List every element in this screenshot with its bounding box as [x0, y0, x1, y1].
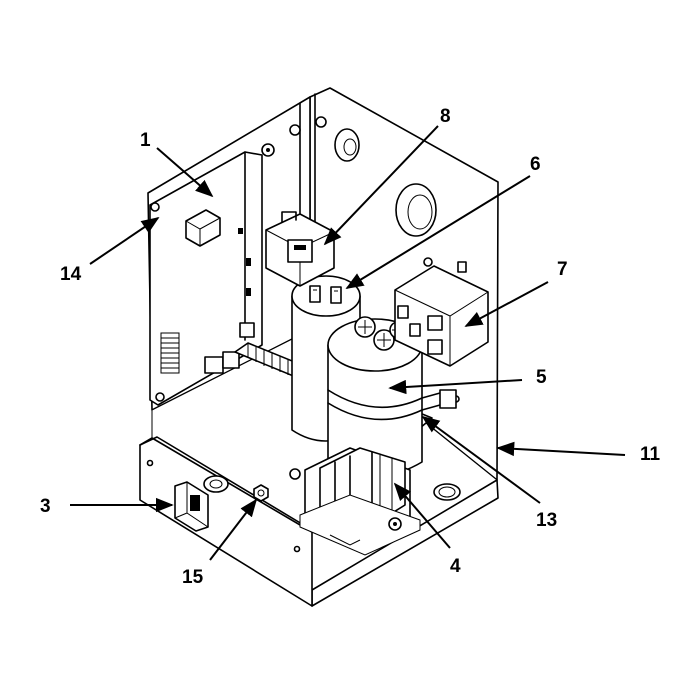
terminal-strip [160, 332, 180, 374]
callout-5: 5 [536, 367, 547, 388]
callout-11: 11 [640, 444, 661, 465]
callout-7: 7 [557, 259, 568, 280]
callout-13: 13 [536, 510, 557, 531]
callout-15: 15 [182, 567, 204, 588]
floor-screw [289, 468, 301, 480]
callout-3: 3 [40, 496, 51, 517]
transformer [299, 447, 421, 556]
capacitor-run [327, 316, 457, 477]
callout-4: 4 [450, 556, 461, 577]
callout-14: 14 [60, 264, 82, 285]
callout-6: 6 [530, 154, 541, 175]
power-switch [174, 481, 209, 532]
circuit-board [149, 151, 263, 406]
callout-8: 8 [440, 106, 451, 127]
leader-lines [70, 125, 626, 561]
ground-nut [253, 484, 269, 502]
contactor [394, 257, 489, 367]
callout-1: 1 [140, 130, 151, 151]
fuse-holder [203, 475, 229, 493]
relay-starter [265, 211, 335, 287]
